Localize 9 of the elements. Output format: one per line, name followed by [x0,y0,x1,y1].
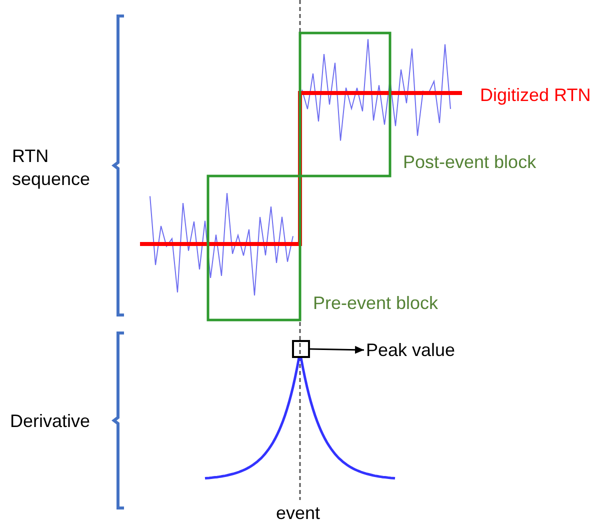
peak-marker [292,340,310,358]
text-label: Pre-event block [313,292,440,315]
text-label: Post-event block [403,151,538,174]
node-label: Peak value [366,339,456,361]
text-label: RTN sequence [12,145,92,191]
text-label: Derivative [10,410,92,433]
text-label: event [276,502,322,525]
arrow [310,346,364,354]
text-label: Digitized RTN [480,84,592,107]
